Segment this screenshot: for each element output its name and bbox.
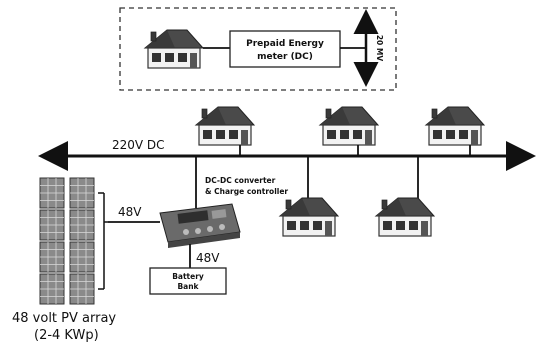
house-icon: [319, 106, 379, 146]
battery-bank-box: [149, 267, 227, 295]
vertical-link-label: 20 MV: [375, 35, 384, 62]
dc-bus-voltage-label: 220V DC: [112, 138, 165, 152]
charge-controller-icon: [159, 203, 241, 248]
house-icon: [425, 106, 485, 146]
prepaid-meter-dashed-frame: [119, 7, 397, 91]
prepaid-meter-label-line2: meter (DC): [257, 52, 313, 62]
house-icon: [144, 29, 204, 69]
converter-label-line1: DC-DC converter: [205, 176, 276, 185]
pv-array-icon: [39, 177, 108, 305]
pv-array-label-line1: 48 volt PV array: [12, 311, 116, 326]
pv-array-label-line2: (2-4 KWp): [34, 328, 99, 343]
pv-link-voltage-label: 48V: [118, 205, 142, 219]
house-icon: [279, 197, 339, 237]
house-icon: [375, 197, 435, 237]
house-icon: [195, 106, 255, 146]
prepaid-meter-box: [229, 30, 341, 68]
battery-link-voltage-label: 48V: [196, 251, 220, 265]
converter-label-line2: & Charge controller: [205, 187, 288, 196]
battery-label-line1: Battery: [172, 272, 204, 281]
battery-label-line2: Bank: [177, 282, 199, 291]
prepaid-meter-label-line1: Prepaid Energy: [246, 39, 324, 49]
